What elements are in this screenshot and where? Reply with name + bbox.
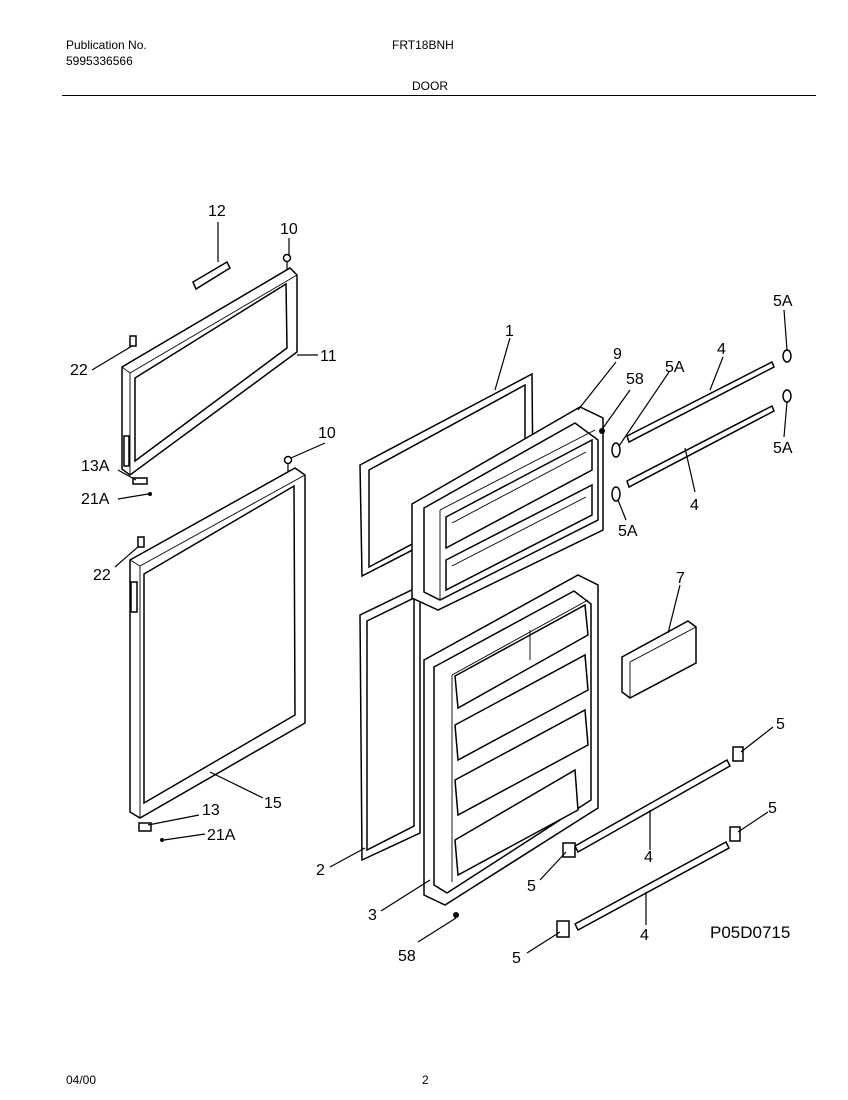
callout-9: 9 xyxy=(613,346,622,363)
fresh-food-outer-door-panel xyxy=(129,467,306,819)
callout-4-fresh-lower: 4 xyxy=(640,927,649,944)
freezer-shelf-rails xyxy=(626,360,775,489)
callout-7: 7 xyxy=(676,570,685,587)
callout-5-lower-left: 5 xyxy=(512,950,521,967)
callout-5-upper-right: 5 xyxy=(776,716,785,733)
freezer-door-liner xyxy=(411,406,604,611)
callout-1: 1 xyxy=(505,323,514,340)
callout-21a-lower: 21A xyxy=(207,827,236,844)
callout-labels: 12 10 22 11 13A 21A 10 22 15 13 21A 1 9 … xyxy=(70,203,793,967)
callout-3: 3 xyxy=(368,907,377,924)
freezer-outer-door-panel xyxy=(121,267,298,476)
callout-2: 2 xyxy=(316,862,325,879)
callout-15: 15 xyxy=(264,795,282,812)
callout-10-upper: 10 xyxy=(280,221,298,238)
callout-21a-upper: 21A xyxy=(81,491,110,508)
callout-22-lower: 22 xyxy=(93,567,111,584)
leader-lines xyxy=(91,222,788,954)
callout-5-upper-left: 5 xyxy=(527,878,536,895)
callout-5a-top-right: 5A xyxy=(773,293,793,310)
fresh-food-shelf-rails xyxy=(574,758,731,932)
diagram-code: P05D0715 xyxy=(710,923,790,942)
callout-22-upper: 22 xyxy=(70,362,88,379)
section-title: DOOR xyxy=(412,79,448,93)
model-number: FRT18BNH xyxy=(392,38,454,52)
publication-number: 5995336566 xyxy=(66,54,133,68)
fresh-food-door-liner xyxy=(423,574,599,906)
callout-5a-right: 5A xyxy=(773,440,793,457)
callout-4-freezer-lower: 4 xyxy=(690,497,699,514)
hardware-parts xyxy=(129,253,792,938)
callout-5a-freezer-left: 5A xyxy=(665,359,685,376)
callout-12: 12 xyxy=(208,203,226,220)
fresh-food-door-gasket xyxy=(359,584,421,862)
callout-5a-lower-left: 5A xyxy=(618,523,638,540)
callout-5-lower-right: 5 xyxy=(768,800,777,817)
callout-11: 11 xyxy=(320,348,337,365)
callout-10-lower: 10 xyxy=(318,425,336,442)
publication-label: Publication No. xyxy=(66,38,147,52)
callout-13a: 13A xyxy=(81,458,110,475)
callout-58-lower: 58 xyxy=(398,948,416,965)
callout-4-freezer-upper: 4 xyxy=(717,341,726,358)
header-rule xyxy=(62,95,816,96)
callout-58-upper: 58 xyxy=(626,371,644,388)
callout-4-fresh-upper: 4 xyxy=(644,849,653,866)
dairy-door xyxy=(621,620,697,699)
footer-page-number: 2 xyxy=(422,1073,429,1087)
callout-13: 13 xyxy=(202,802,220,819)
footer-date: 04/00 xyxy=(66,1073,97,1087)
